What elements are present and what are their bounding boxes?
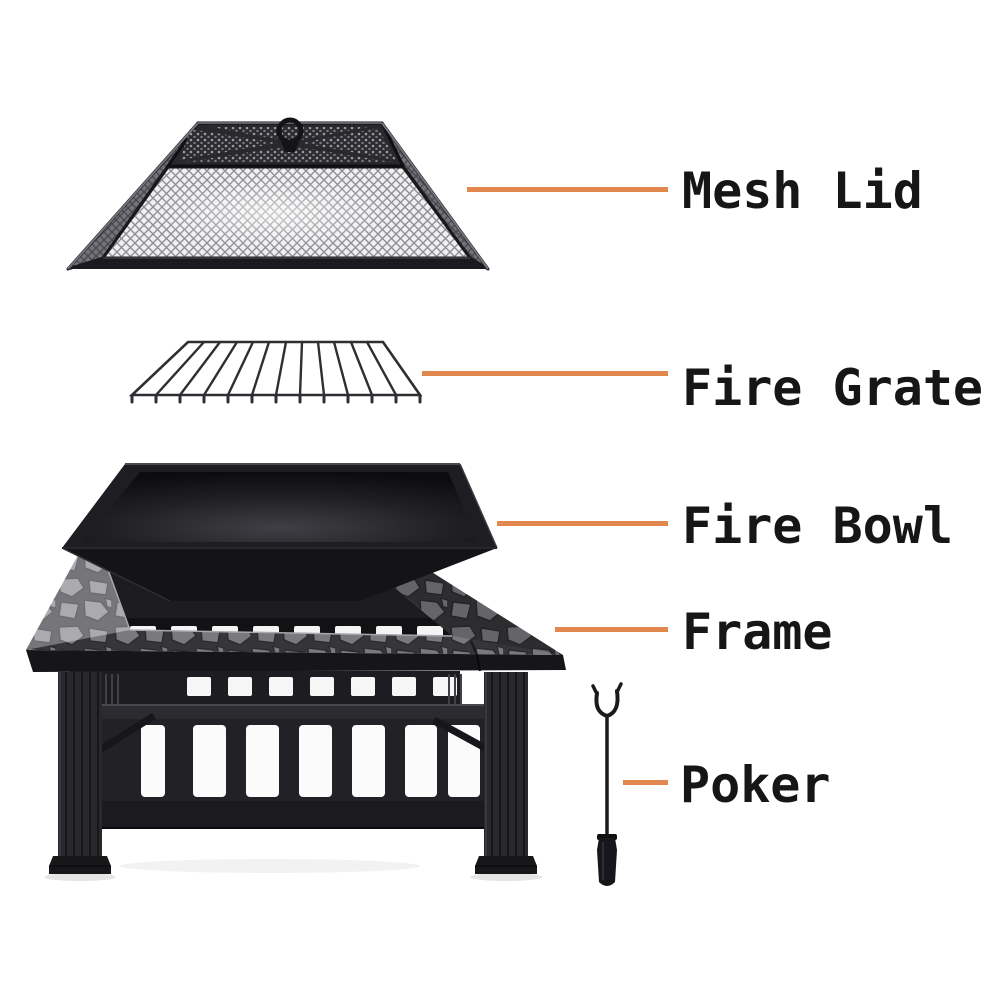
fire-grate-illustration xyxy=(128,340,423,404)
fire-grate-label: Fire Grate xyxy=(682,359,984,417)
bowl-body xyxy=(62,548,497,601)
frame-mid-rail xyxy=(96,704,486,719)
frame-front-right-leg xyxy=(484,672,528,858)
mesh-lid-right-slope-highlight xyxy=(381,122,489,270)
mesh-lid-label: Mesh Lid xyxy=(682,162,923,220)
frame-upper-band-holes xyxy=(187,677,457,696)
tabletop-stone-surface xyxy=(26,548,563,655)
frame-right-foot xyxy=(475,856,537,874)
poker-label: Poker xyxy=(680,756,831,814)
poker-illustration xyxy=(591,682,623,886)
grate-bars xyxy=(154,340,398,397)
bowl-interior xyxy=(82,472,478,542)
fascia-seam xyxy=(476,654,481,672)
fire-grate-leader-line xyxy=(422,371,668,376)
mesh-lid-sheen xyxy=(150,177,400,249)
grate-feet xyxy=(130,394,422,404)
poker-leader-line xyxy=(623,780,668,785)
poker-fork xyxy=(594,689,620,719)
mesh-lid-bottom-rim xyxy=(68,258,488,269)
ring-handle xyxy=(276,117,304,145)
fire-bowl-leader-line xyxy=(497,521,668,526)
bowl-right-rim-edge xyxy=(459,463,498,549)
grate-outline xyxy=(128,340,423,397)
frame-label: Frame xyxy=(682,603,833,661)
frame-front-left-leg xyxy=(58,672,102,858)
left-foot-shadow xyxy=(44,873,116,881)
frame-inner-posts xyxy=(105,674,462,704)
mesh-lid-top-mesh-panels xyxy=(180,127,396,162)
poker-fork-tips xyxy=(591,682,623,696)
bowl-body-left-edge xyxy=(61,547,171,602)
mesh-lid-illustration xyxy=(66,117,490,271)
right-foot-shadow xyxy=(470,873,542,881)
tabletop-fascia xyxy=(26,650,566,672)
frame-leader-line xyxy=(555,627,668,632)
poker-handle xyxy=(597,838,617,886)
tabletop-left-band-light xyxy=(26,548,130,650)
ring-handle-mount xyxy=(281,142,299,152)
mesh-lid-leader-line xyxy=(467,187,668,192)
mesh-lid-left-slope-highlight xyxy=(67,122,199,270)
frame-left-foot xyxy=(49,856,111,874)
ground-shadow xyxy=(120,859,420,873)
tabletop-seam xyxy=(469,640,479,656)
frame-left-brace xyxy=(99,713,156,752)
fire-bowl-illustration xyxy=(61,463,498,602)
tabletop-inner-edge-highlight xyxy=(102,555,453,637)
frame-bottom-rail xyxy=(98,801,486,829)
frame-right-brace xyxy=(432,716,489,753)
fire-bowl-label: Fire Bowl xyxy=(682,497,953,555)
